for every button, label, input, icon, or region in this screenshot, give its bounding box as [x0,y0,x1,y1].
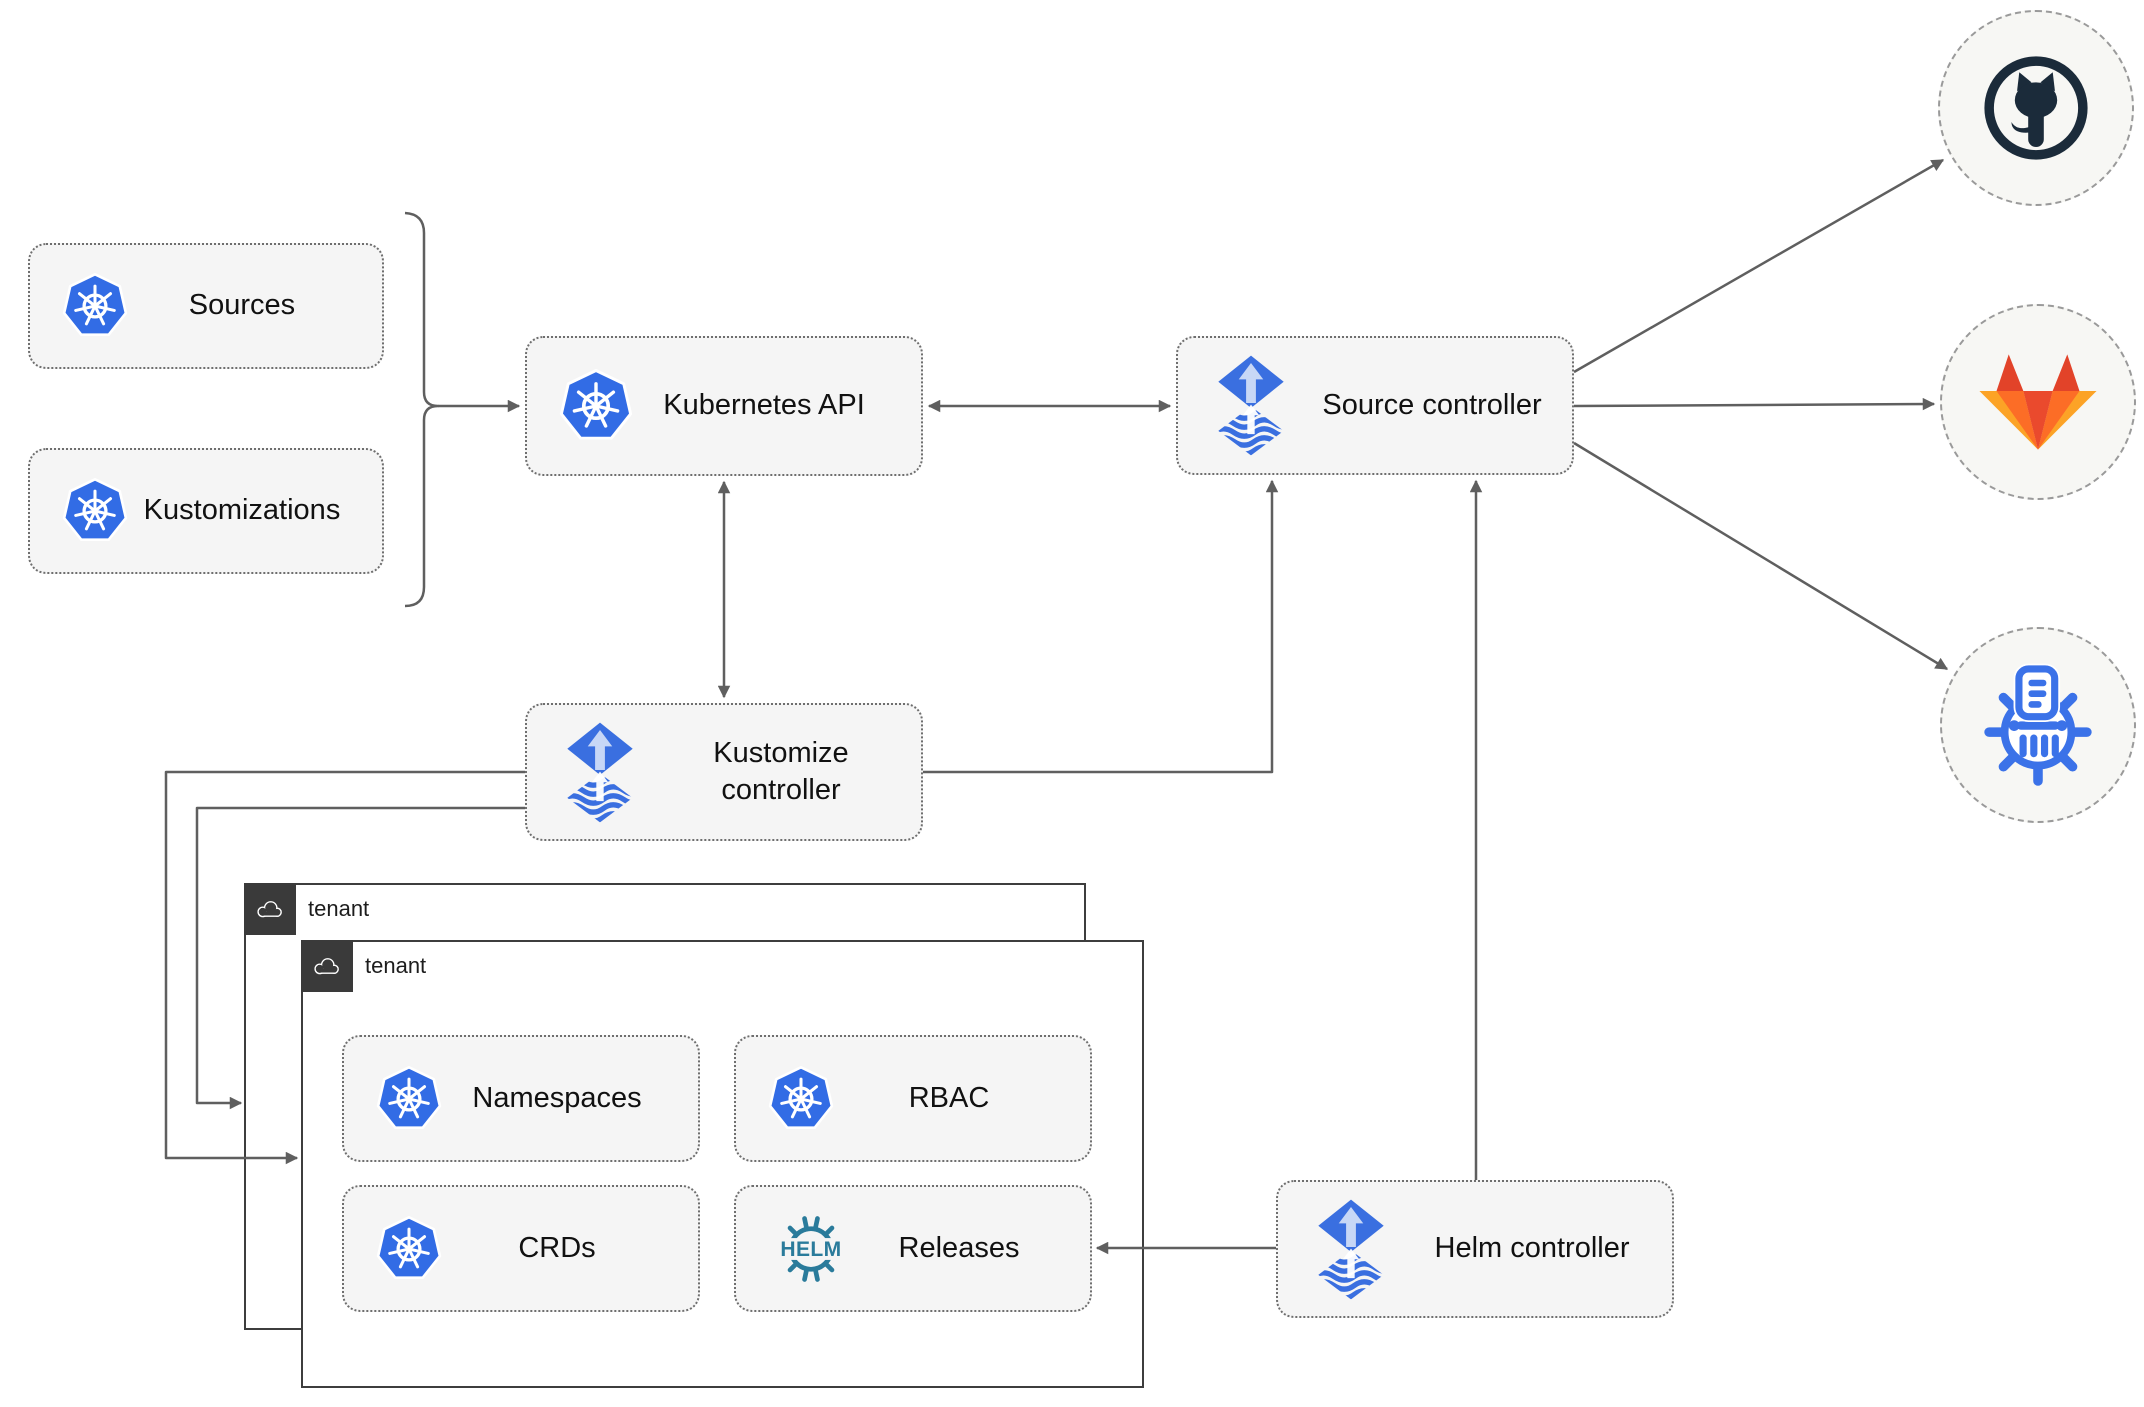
kubernetes-icon [376,1065,442,1132]
cloud-icon [257,901,282,918]
node-kustomizations: Kustomizations [28,448,384,574]
connector-source-to-github [1573,158,1945,374]
node-sources: Sources [28,243,384,369]
kubernetes-icon [768,1065,834,1132]
helm-icon: HELM [768,1210,854,1288]
kubernetes-icon [62,273,128,339]
node-sources-label: Sources [188,289,296,322]
kubernetes-icon [559,369,633,443]
node-namespaces-label: Namespaces [472,1081,642,1114]
tenant-container-front: tenant Namespaces RBAC CRDs [301,940,1144,1388]
flux-icon [559,721,641,824]
kubernetes-icon [62,478,128,544]
node-releases: HELM Releases [734,1185,1092,1312]
helm-repository-icon [1984,663,2092,786]
connector-kustomize-to-source-controller [923,479,1279,774]
tenant-label: tenant [308,896,370,921]
kubernetes-icon [376,1215,442,1282]
external-helm-repository [1940,627,2136,823]
node-kustomizations-label: Kustomizations [143,494,341,527]
tenant-label: tenant [365,953,427,978]
flux-icon [1210,354,1292,457]
node-namespaces: Namespaces [342,1035,700,1162]
node-helm-controller-label: Helm controller [1434,1232,1630,1265]
connector-brace-sources-group [404,211,440,608]
node-helm-controller: Helm controller [1276,1180,1674,1318]
connector-source-to-gitlab [1573,397,1936,411]
node-kustomize-controller: Kustomize controller [525,703,923,841]
node-source-controller-label: Source controller [1322,388,1542,421]
node-rbac-label: RBAC [908,1081,990,1114]
node-kustomize-controller-label: Kustomize controller [713,736,849,806]
node-crds-label: CRDs [518,1231,596,1264]
external-gitlab [1940,304,2136,500]
tenant-tab [244,883,296,935]
cloud-icon [314,958,339,975]
node-releases-label: Releases [898,1231,1020,1264]
connector-source-to-helm-repository [1573,441,1949,671]
node-source-controller: Source controller [1176,336,1574,475]
tenant-tab [301,940,353,992]
node-crds: CRDs [342,1185,700,1312]
external-github [1938,10,2134,206]
helm-logo-text: HELM [780,1238,841,1261]
node-rbac: RBAC [734,1035,1092,1162]
node-kubernetes-api-label: Kubernetes API [663,389,865,422]
node-kubernetes-api: Kubernetes API [525,336,923,476]
gitlab-icon [1979,354,2097,450]
github-icon [1984,56,2088,160]
flux-icon [1310,1198,1392,1301]
